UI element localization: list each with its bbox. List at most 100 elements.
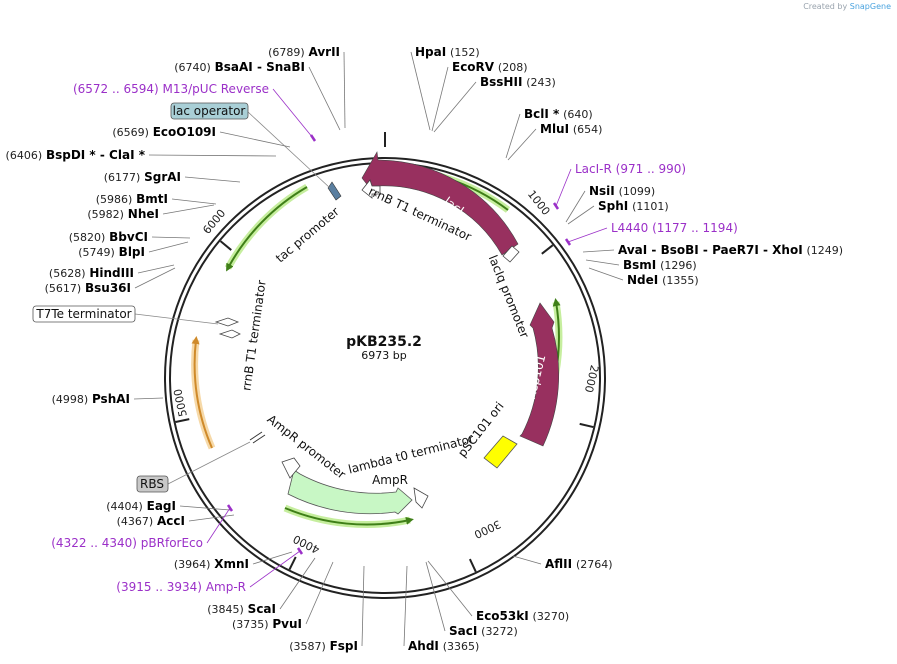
site-label-xmni[interactable]: (3964) XmnI bbox=[174, 557, 249, 571]
site-label-avrii[interactable]: (6789) AvrII bbox=[268, 45, 340, 59]
site-label-saci[interactable]: SacI (3272) bbox=[449, 624, 518, 638]
name-scai: ScaI bbox=[248, 602, 276, 616]
site-label-ndei[interactable]: NdeI (1355) bbox=[627, 273, 699, 287]
position-sphi: (1101) bbox=[632, 200, 669, 213]
leader-saci bbox=[425, 561, 446, 632]
site-label-mlui[interactable]: MluI (654) bbox=[540, 122, 602, 136]
site-label-bbvci[interactable]: (5820) BbvCI bbox=[69, 230, 148, 244]
leader-avai bbox=[582, 249, 615, 253]
position-bsu36i: (5617) bbox=[45, 282, 82, 295]
position-nhei: (5982) bbox=[87, 208, 124, 221]
position-hindiii: (5628) bbox=[49, 267, 86, 280]
position-hpai: (152) bbox=[450, 46, 480, 59]
tick-label-3000: 3000 bbox=[472, 517, 503, 541]
leader-scai bbox=[279, 557, 316, 610]
primer-label-m13[interactable]: (6572 .. 6594) M13/pUC Reverse bbox=[73, 82, 269, 96]
leader-nsii bbox=[565, 190, 586, 223]
position-pshai: (4998) bbox=[52, 393, 89, 406]
site-label-bcli[interactable]: BclI * (640) bbox=[524, 107, 593, 121]
tick-2000 bbox=[579, 422, 594, 429]
primer-mark-m13 bbox=[309, 134, 317, 142]
name-acci: AccI bbox=[157, 514, 185, 528]
position-sgrai: (6177) bbox=[104, 171, 141, 184]
leader-ecorv bbox=[431, 66, 449, 132]
primer-label-pbrforeco[interactable]: (4322 .. 4340) pBRforEco bbox=[51, 536, 203, 550]
position-bsshii: (243) bbox=[526, 76, 556, 89]
feature-laci bbox=[361, 151, 519, 256]
leader-l4440 bbox=[567, 227, 608, 243]
orf-arc-ampr-line bbox=[284, 507, 414, 526]
site-label-bsu36i[interactable]: (5617) Bsu36I bbox=[45, 281, 131, 295]
primer-mark-laci-r bbox=[552, 202, 560, 210]
site-label-bspdi[interactable]: (6406) BspDI * - ClaI * bbox=[6, 148, 146, 162]
primer-label-amp-r[interactable]: (3915 .. 3934) Amp-R bbox=[116, 580, 246, 594]
site-label-bmti[interactable]: (5986) BmtI bbox=[96, 192, 168, 206]
site-label-acci[interactable]: (4367) AccI bbox=[117, 514, 185, 528]
site-label-sgrai[interactable]: (6177) SgrAI bbox=[104, 170, 181, 184]
site-label-avai[interactable]: AvaI - BsoBI - PaeR7I - XhoI (1249) bbox=[618, 243, 843, 257]
name-eagi: EagI bbox=[147, 499, 176, 513]
site-label-eagi[interactable]: (4404) EagI bbox=[106, 499, 176, 513]
credit-text: Created by bbox=[803, 2, 848, 11]
site-label-eco53ki[interactable]: Eco53kI (3270) bbox=[476, 609, 569, 623]
position-xmni: (3964) bbox=[174, 558, 211, 571]
site-label-bsaai[interactable]: (6740) BsaAI - SnaBI bbox=[174, 60, 305, 74]
name-pvui: PvuI bbox=[272, 617, 302, 631]
callout-line-t7te bbox=[134, 313, 219, 325]
position-l4440: (1177 .. 1194) bbox=[652, 221, 738, 235]
tick-label-6000: 6000 bbox=[200, 207, 228, 237]
position-bcli: (640) bbox=[563, 108, 593, 121]
feature-rep101 bbox=[519, 302, 559, 447]
site-label-hindiii[interactable]: (5628) HindIII bbox=[49, 266, 134, 280]
box-label-rbs: RBS bbox=[140, 477, 164, 491]
site-label-ecorv[interactable]: EcoRV (208) bbox=[452, 60, 528, 74]
name-bcli: BclI * bbox=[524, 107, 560, 121]
name-ahdi: AhdI bbox=[408, 639, 439, 653]
site-label-scai[interactable]: (3845) ScaI bbox=[207, 602, 276, 616]
name-pshai: PshAI bbox=[92, 392, 130, 406]
site-label-nsii[interactable]: NsiI (1099) bbox=[589, 184, 655, 198]
position-blpi: (5749) bbox=[78, 246, 115, 259]
site-label-blpi[interactable]: (5749) BlpI bbox=[78, 245, 145, 259]
position-ndei: (1355) bbox=[662, 274, 699, 287]
name-sgrai: SgrAI bbox=[144, 170, 181, 184]
orf-arc-orange-line bbox=[191, 336, 213, 449]
site-label-aflii[interactable]: AflII (2764) bbox=[545, 557, 613, 571]
site-label-sphi[interactable]: SphI (1101) bbox=[598, 199, 669, 213]
site-label-ahdi[interactable]: AhdI (3365) bbox=[408, 639, 479, 653]
leader-eagi bbox=[179, 505, 231, 511]
site-label-pshai[interactable]: (4998) PshAI bbox=[52, 392, 130, 406]
name-ndei: NdeI bbox=[627, 273, 658, 287]
name-saci: SacI bbox=[449, 624, 477, 638]
leader-nhei bbox=[162, 204, 215, 215]
glyph-rrnb-t1-top bbox=[361, 179, 381, 199]
name-xmni: XmnI bbox=[214, 557, 249, 571]
leader-xmni bbox=[252, 551, 293, 565]
position-laci-r: (971 .. 990) bbox=[616, 162, 686, 176]
name-bmti: BmtI bbox=[136, 192, 168, 206]
position-bsaai: (6740) bbox=[174, 61, 211, 74]
leader-pshai bbox=[133, 397, 164, 400]
site-label-bsmi[interactable]: BsmI (1296) bbox=[623, 258, 697, 272]
glyph-rrnb-t1-left bbox=[214, 317, 241, 339]
glyph-tac bbox=[327, 181, 342, 201]
site-label-bsshii[interactable]: BssHII (243) bbox=[480, 75, 556, 89]
name-bspdi: BspDI * bbox=[46, 148, 96, 162]
primer-label-l4440[interactable]: L4440 (1177 .. 1194) bbox=[611, 221, 738, 235]
site-label-pvui[interactable]: (3735) PvuI bbox=[232, 617, 302, 631]
primer-label-laci-r[interactable]: LacI-R (971 .. 990) bbox=[575, 162, 686, 176]
leader-mlui bbox=[507, 128, 537, 161]
position-bsmi: (1296) bbox=[660, 259, 697, 272]
site-label-hpai[interactable]: HpaI (152) bbox=[415, 45, 480, 59]
name-aflii: AflII bbox=[545, 557, 572, 571]
site-label-nhei[interactable]: (5982) NheI bbox=[87, 207, 159, 221]
site-label-eco0109i[interactable]: (6569) EcoO109I bbox=[112, 125, 216, 139]
tick-label-5000: 5000 bbox=[171, 388, 189, 418]
site-label-fspi[interactable]: (3587) FspI bbox=[289, 639, 358, 653]
leader-pvui bbox=[305, 561, 334, 625]
name-mlui: MluI bbox=[540, 122, 569, 136]
leader-bmti bbox=[171, 198, 217, 205]
name-ecorv: EcoRV bbox=[452, 60, 495, 74]
tick-label-2000: 2000 bbox=[582, 364, 601, 394]
position-m13: (6572 .. 6594) bbox=[73, 82, 159, 96]
